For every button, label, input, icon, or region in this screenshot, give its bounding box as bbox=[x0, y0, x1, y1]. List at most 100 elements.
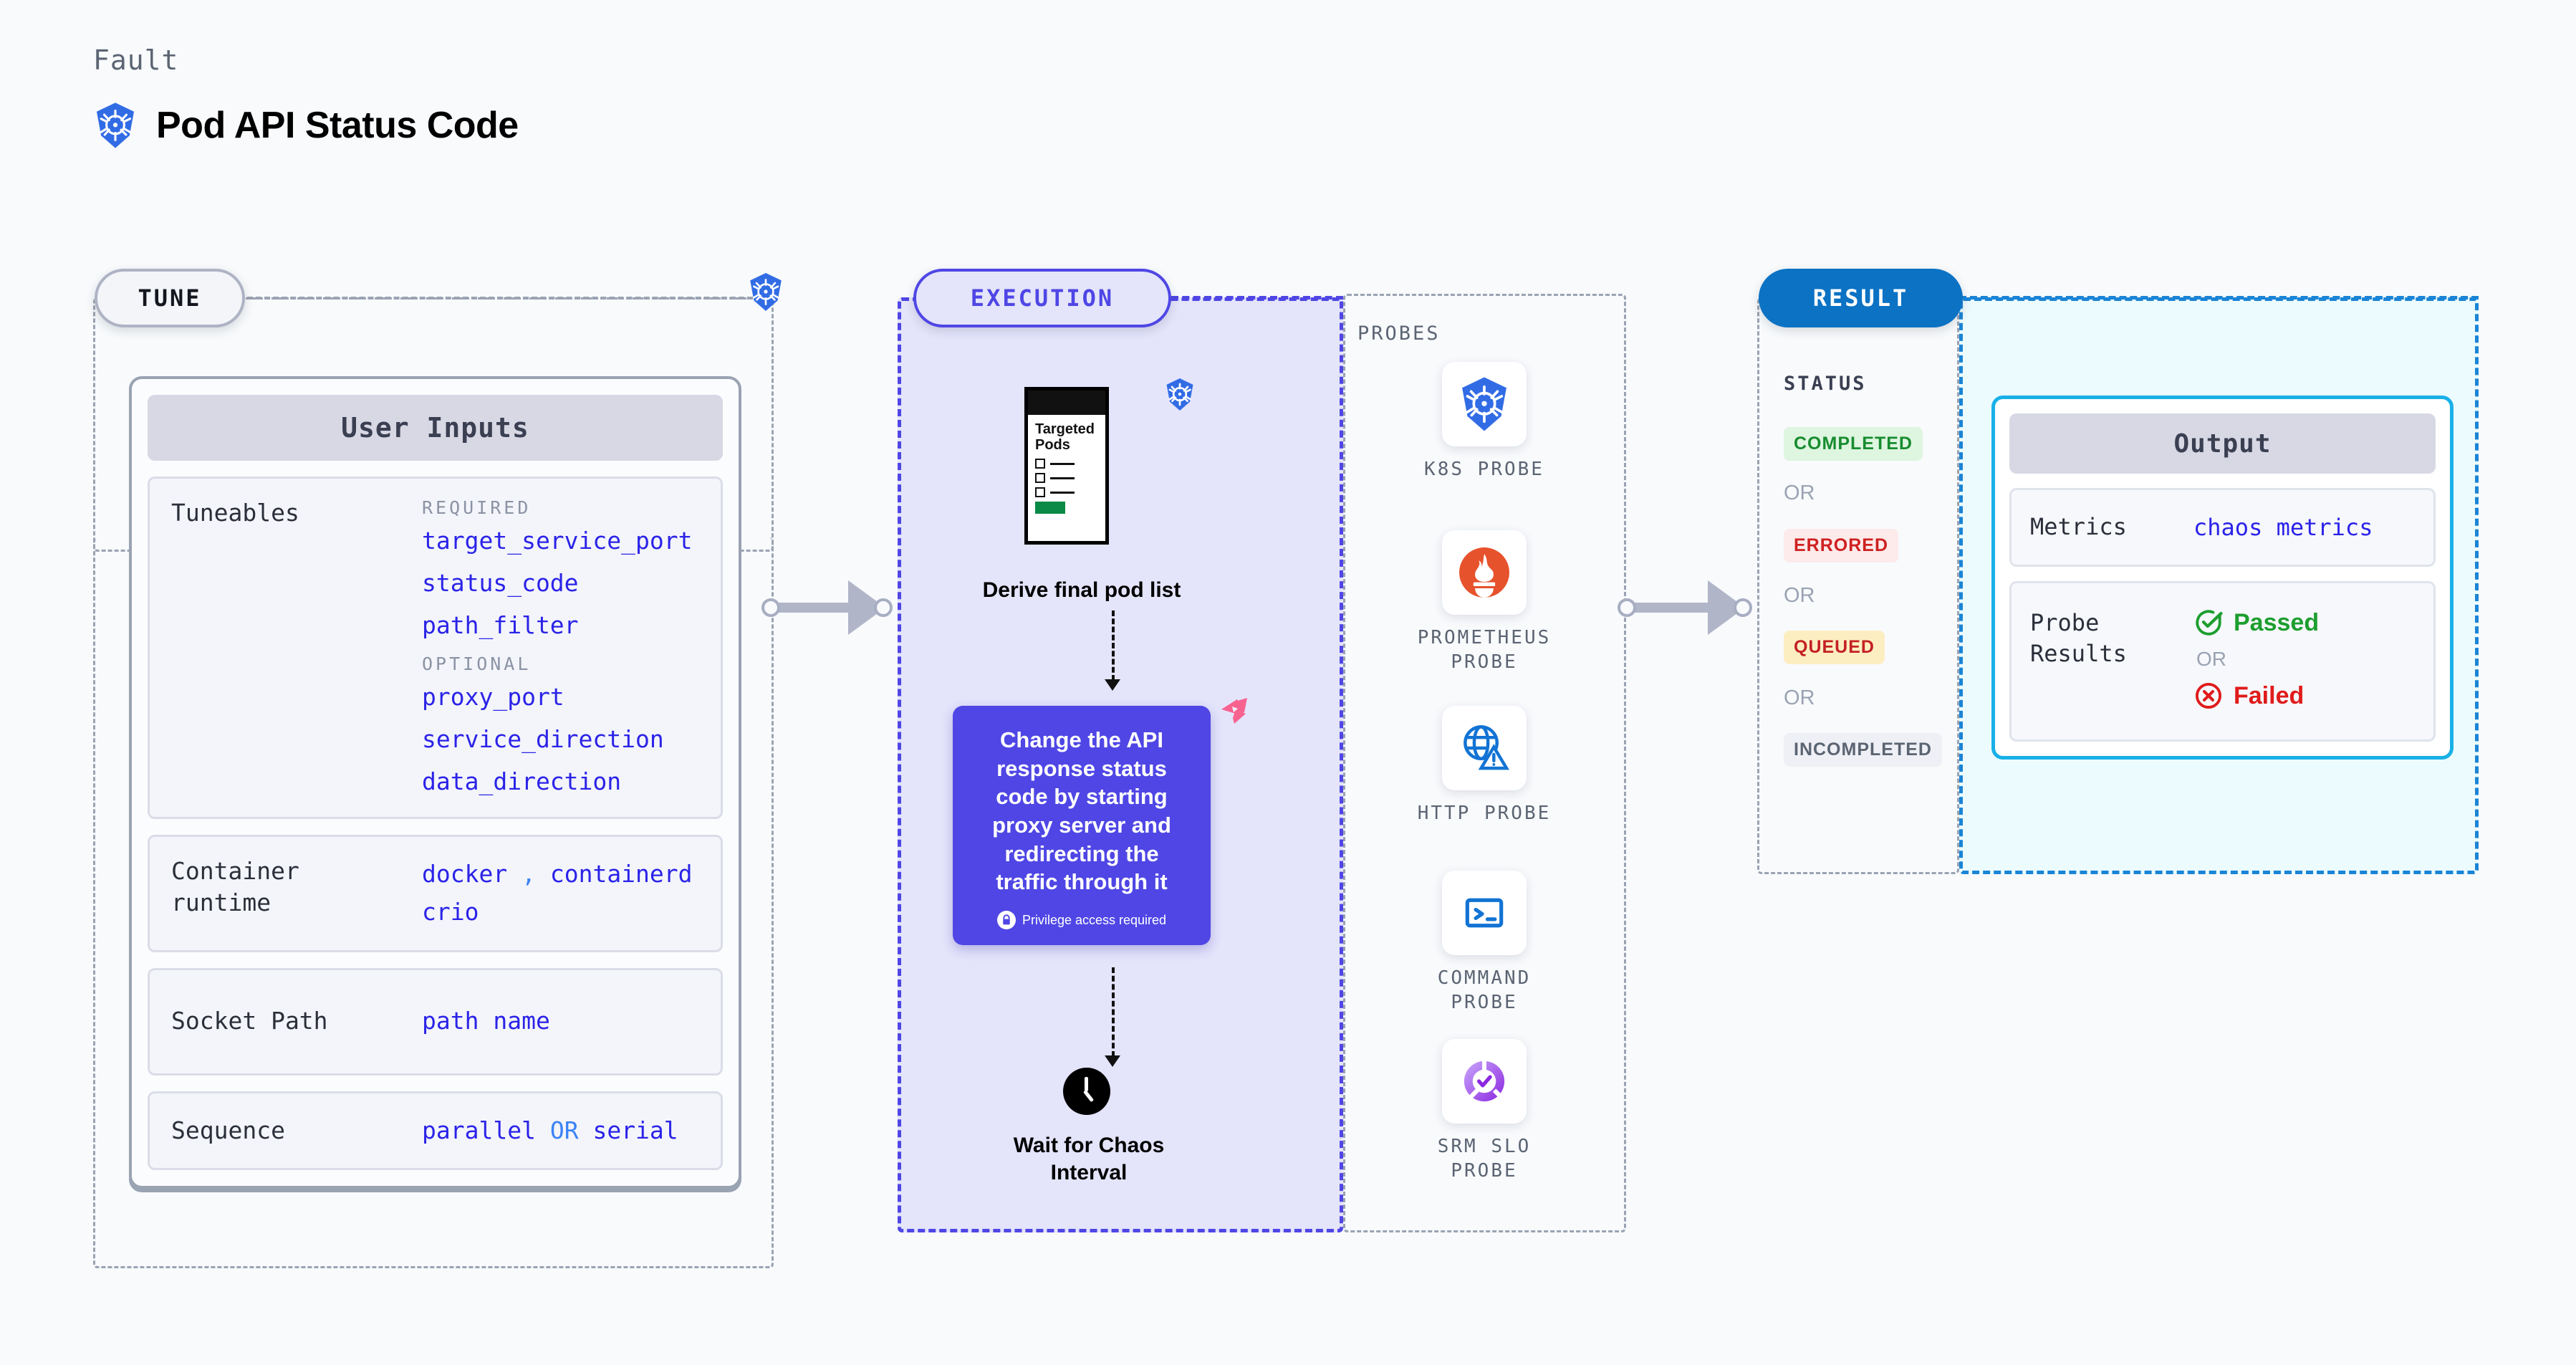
status-badge-completed: COMPLETED bbox=[1784, 427, 1923, 461]
probe-command[interactable]: COMMAND PROBE bbox=[1413, 871, 1556, 1015]
tuneable-item[interactable]: status_code bbox=[422, 569, 579, 597]
tuneable-item[interactable]: service_direction bbox=[422, 725, 664, 753]
tune-region-lower bbox=[93, 537, 774, 1268]
x-circle-icon bbox=[2195, 682, 2222, 709]
metrics-label: Metrics bbox=[2030, 513, 2127, 541]
metrics-value: chaos metrics bbox=[2193, 514, 2373, 541]
result-lead-line bbox=[1959, 296, 2479, 300]
or-label: OR bbox=[1784, 584, 1815, 607]
required-label: REQUIRED bbox=[422, 497, 532, 518]
connector-tune-to-execution bbox=[761, 580, 912, 635]
privilege-text: Privilege access required bbox=[1022, 912, 1167, 927]
list-item bbox=[1035, 459, 1105, 469]
tuneable-item[interactable]: path_filter bbox=[422, 611, 579, 639]
probe-results-label: Probe Results bbox=[2030, 609, 2127, 668]
stage-pill-tune[interactable]: TUNE bbox=[95, 269, 245, 327]
sequence-value-a: parallel bbox=[422, 1116, 536, 1144]
container-runtime-label: Container runtime bbox=[171, 857, 299, 917]
user-inputs-card: User Inputs Tuneables REQUIRED target_se… bbox=[129, 376, 741, 1189]
output-title: Output bbox=[2009, 413, 2436, 474]
or-label: OR bbox=[2196, 648, 2226, 670]
prometheus-icon bbox=[1442, 530, 1527, 615]
flow-arrowhead bbox=[1105, 1055, 1120, 1067]
wait-caption-line2: Interval bbox=[1050, 1160, 1128, 1184]
connector-dot bbox=[761, 598, 780, 617]
probe-http[interactable]: HTTP PROBE bbox=[1413, 706, 1556, 826]
runtime-value: containerd bbox=[549, 860, 693, 888]
probes-title: PROBES bbox=[1357, 322, 1441, 345]
sequence-label: Sequence bbox=[171, 1116, 285, 1144]
output-card: Output Metrics chaos metrics Probe Resul… bbox=[1991, 396, 2454, 760]
probe-label: HTTP PROBE bbox=[1417, 803, 1552, 824]
chaos-logo-icon bbox=[1221, 698, 1247, 724]
list-item bbox=[1035, 473, 1105, 483]
progress-bar bbox=[1035, 502, 1065, 514]
clock-icon bbox=[1063, 1068, 1110, 1115]
user-inputs-title: User Inputs bbox=[148, 395, 723, 461]
probe-label: SRM SLO PROBE bbox=[1437, 1136, 1532, 1182]
probe-srm-slo[interactable]: SRM SLO PROBE bbox=[1413, 1039, 1556, 1184]
status-badge-errored: ERRORED bbox=[1784, 529, 1899, 562]
flow-arrowhead bbox=[1105, 679, 1120, 691]
action-text: Change the API response status code by s… bbox=[992, 727, 1171, 895]
globe-warning-icon bbox=[1442, 706, 1527, 790]
connector-dot bbox=[1734, 598, 1752, 617]
sequence-row: Sequence parallel OR serial bbox=[148, 1091, 723, 1171]
optional-label: OPTIONAL bbox=[422, 653, 532, 674]
execution-lead-line bbox=[1171, 296, 1343, 300]
title-row: Pod API Status Code bbox=[93, 102, 519, 149]
pod-list bbox=[1028, 457, 1105, 497]
kubernetes-icon bbox=[1164, 378, 1196, 415]
connector-dot bbox=[1618, 598, 1636, 617]
stage-pill-result[interactable]: RESULT bbox=[1759, 269, 1963, 327]
tuneables-row: Tuneables REQUIRED target_service_port s… bbox=[148, 476, 723, 819]
kubernetes-icon bbox=[1442, 362, 1527, 446]
sequence-separator: OR bbox=[549, 1116, 579, 1144]
passed-label: Passed bbox=[2234, 608, 2320, 636]
connector-dot bbox=[874, 598, 893, 617]
probe-label: K8S PROBE bbox=[1424, 459, 1544, 480]
status-title: STATUS bbox=[1784, 373, 1867, 395]
container-runtime-row: Container runtime docker , containerd cr… bbox=[148, 835, 723, 952]
failed-label: Failed bbox=[2234, 681, 2305, 709]
metrics-row: Metrics chaos metrics bbox=[2009, 488, 2436, 567]
probe-result-failed: Failed bbox=[2193, 681, 2319, 711]
status-badge-incompleted: INCOMPLETED bbox=[1784, 733, 1942, 767]
connector-shaft bbox=[777, 603, 852, 613]
runtime-value: crio bbox=[422, 897, 479, 926]
sequence-value-b: serial bbox=[592, 1116, 678, 1144]
tuneable-item[interactable]: proxy_port bbox=[422, 683, 564, 711]
socket-path-row: Socket Path path name bbox=[148, 967, 723, 1076]
lock-icon bbox=[996, 911, 1016, 930]
probe-results-row: Probe Results Passed OR Failed bbox=[2009, 581, 2436, 742]
tune-lead-line bbox=[247, 297, 770, 300]
probe-prometheus[interactable]: PROMETHEUS PROBE bbox=[1413, 530, 1556, 675]
tuneables-label: Tuneables bbox=[171, 499, 299, 527]
stage-pill-execution[interactable]: EXECUTION bbox=[913, 269, 1171, 327]
derive-pod-list-caption: Derive final pod list bbox=[982, 578, 1181, 602]
tuneable-item[interactable]: data_direction bbox=[422, 767, 622, 795]
targeted-pods-title-1: Targeted bbox=[1035, 421, 1095, 437]
wait-interval-caption: Wait for Chaos Interval bbox=[981, 1132, 1196, 1186]
srm-slo-icon bbox=[1442, 1039, 1527, 1124]
connector-shaft bbox=[1633, 603, 1712, 613]
probe-k8s[interactable]: K8S PROBE bbox=[1413, 362, 1556, 482]
flow-connector bbox=[1112, 610, 1115, 681]
probe-result-passed: Passed bbox=[2193, 608, 2319, 638]
or-label: OR bbox=[1784, 482, 1815, 504]
page-header: Fault Pod API Status Code bbox=[93, 44, 519, 149]
card-topbar bbox=[1028, 391, 1105, 415]
targeted-pods-title-2: Pods bbox=[1035, 437, 1070, 453]
flow-connector bbox=[1112, 967, 1115, 1057]
fault-eyebrow: Fault bbox=[93, 44, 179, 76]
socket-path-label: Socket Path bbox=[171, 1007, 328, 1035]
page-title: Pod API Status Code bbox=[156, 105, 519, 146]
probe-label: COMMAND PROBE bbox=[1437, 967, 1532, 1013]
status-badge-queued: QUEUED bbox=[1784, 631, 1885, 664]
tuneable-item[interactable]: target_service_port bbox=[422, 527, 693, 555]
wait-caption-line1: Wait for Chaos bbox=[1013, 1134, 1165, 1157]
connector-execution-to-result bbox=[1618, 580, 1768, 635]
targeted-pods-card: Targeted Pods bbox=[1024, 387, 1109, 545]
probe-label: PROMETHEUS PROBE bbox=[1417, 627, 1552, 673]
socket-path-value: path name bbox=[422, 1007, 550, 1035]
